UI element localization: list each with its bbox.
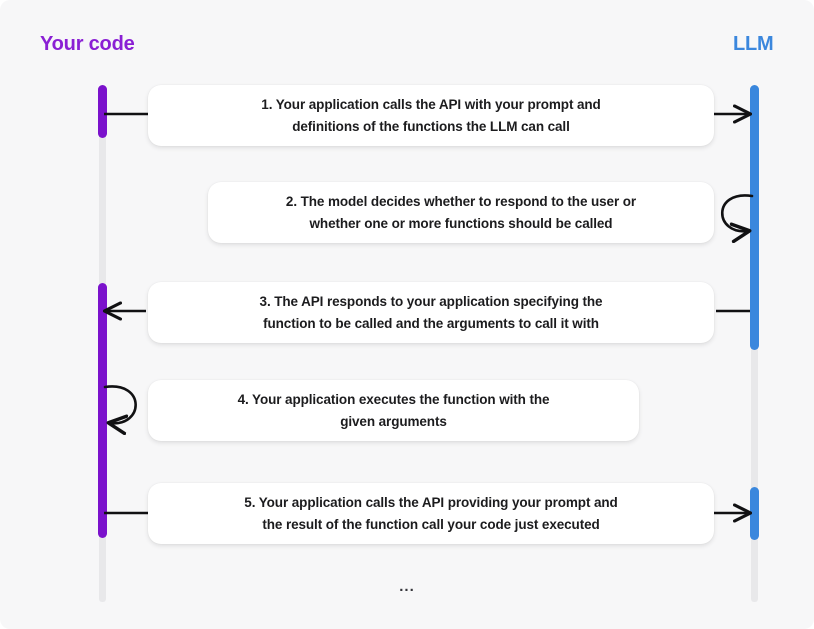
step-box-5-text: 5. Your application calls the API provid… (244, 494, 618, 532)
step-box-3[interactable]: 3. The API responds to your application … (148, 282, 714, 343)
continuation-ellipsis: ... (399, 578, 415, 595)
column-header-your-code: Your code (40, 33, 135, 55)
step-box-2-text: 2. The model decides whether to respond … (285, 193, 637, 231)
activation-bar-your-code-1 (98, 85, 107, 138)
arrow-step-2-self-loop (721, 194, 754, 244)
arrow-step-4-self-loop (103, 385, 137, 436)
step-box-1-text: 1. Your application calls the API with y… (261, 96, 601, 134)
step-box-1[interactable]: 1. Your application calls the API with y… (148, 85, 714, 146)
activation-bar-llm-1 (750, 85, 759, 350)
step-box-4-text: 4. Your application executes the functio… (237, 391, 550, 429)
step-box-2[interactable]: 2. The model decides whether to respond … (208, 182, 714, 243)
step-box-3-text: 3. The API responds to your application … (259, 293, 603, 331)
step-box-5[interactable]: 5. Your application calls the API provid… (148, 483, 714, 544)
activation-bar-llm-2 (750, 487, 759, 540)
activation-bar-your-code-2 (98, 283, 107, 538)
column-header-llm: LLM (733, 33, 774, 55)
step-box-4[interactable]: 4. Your application executes the functio… (148, 380, 639, 441)
